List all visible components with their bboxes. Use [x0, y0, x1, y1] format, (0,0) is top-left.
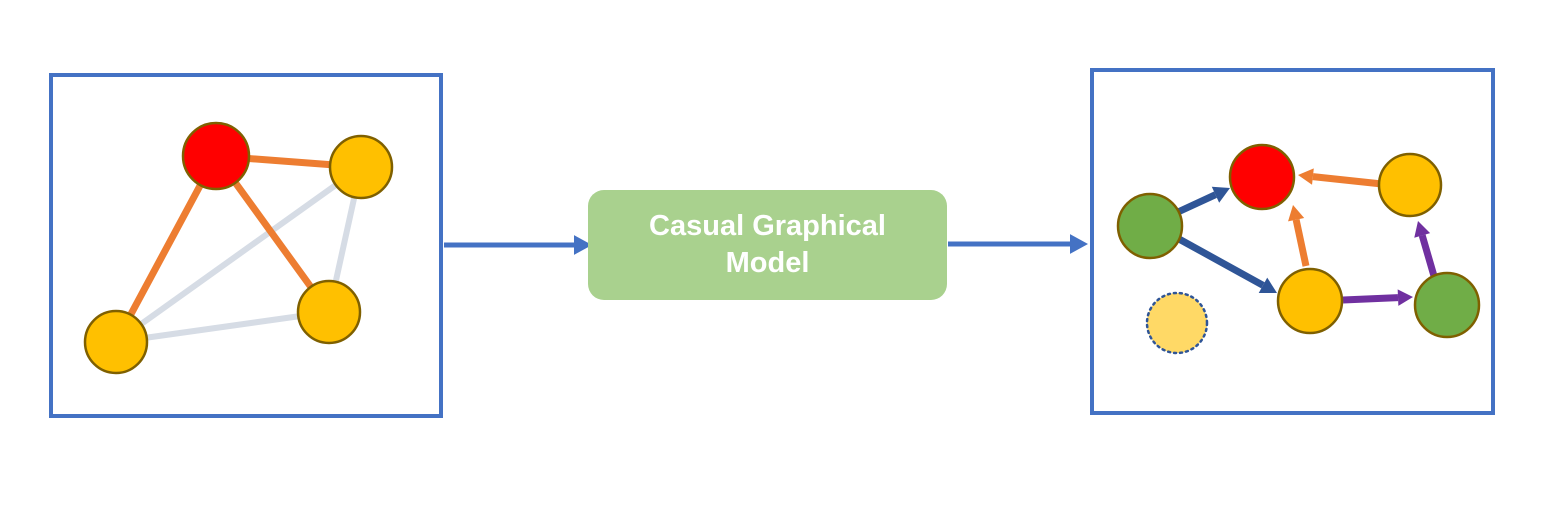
faded-yellow-node-dotted — [1145, 291, 1209, 355]
orange-arrow-yellowtopright-to-red-head — [1298, 168, 1314, 185]
blue-arrow-green-to-yellow-bottom-shaft — [1177, 235, 1265, 289]
output-graph — [1116, 143, 1481, 355]
red-node — [181, 121, 251, 191]
yellow-node-top-right — [1377, 152, 1443, 218]
causal-model-label-line1: Casual Graphical — [649, 210, 886, 242]
purple-arrow-yellowbottom-to-greenbr-shaft — [1342, 294, 1399, 304]
orange-arrow-yellowbottom-to-red-shaft — [1292, 218, 1310, 267]
blue-arrow-green-to-yellow-bottom-head — [1258, 277, 1277, 293]
green-node-bottom-right — [1413, 271, 1481, 339]
purple-arrow-greenbr-to-yellowtopright-head — [1414, 221, 1431, 238]
green-node-left — [1116, 192, 1184, 260]
blue-arrow-green-to-red-shaft — [1176, 191, 1217, 216]
yellow-node-bottom — [1276, 267, 1344, 335]
blue-arrow-green-to-red-head — [1211, 186, 1230, 203]
purple-arrow-yellowbottom-to-greenbr-head — [1397, 289, 1413, 306]
output-graph-panel — [1090, 68, 1495, 415]
gray-edge-bottomleft-bottomright — [113, 309, 332, 345]
orange-arrow-yellowbottom-to-red-head — [1288, 205, 1305, 222]
red-node — [1228, 143, 1296, 211]
yellow-node-top-right — [328, 134, 394, 200]
causal-model-label-line2: Model — [725, 247, 810, 279]
arrow-model-to-output-head — [1070, 234, 1088, 254]
gray-edge-topright-bottomleft — [113, 164, 364, 345]
input-graph — [83, 121, 394, 375]
yellow-node-bottom-right — [296, 279, 362, 345]
input-graph-panel — [49, 73, 443, 418]
purple-arrow-greenbr-to-yellowtopright-shaft — [1418, 234, 1438, 277]
causal-model-box: Casual Graphical Model — [588, 190, 947, 300]
yellow-node-bottom-left — [83, 309, 149, 375]
orange-edge-red-bottomleft — [112, 152, 220, 346]
orange-arrow-yellowtopright-to-red-shaft — [1312, 173, 1383, 188]
